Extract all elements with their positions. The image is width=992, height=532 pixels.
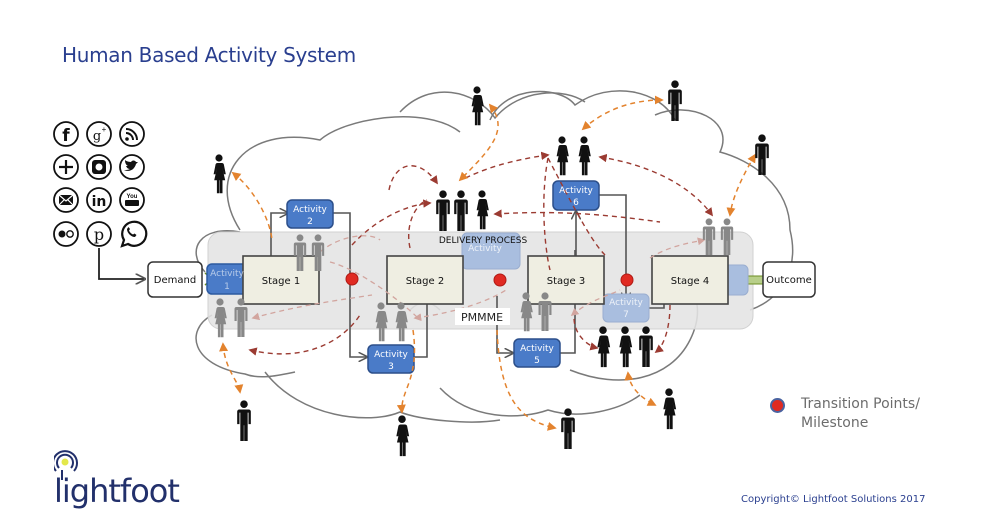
person-icon: [556, 136, 569, 176]
person-icon: [597, 326, 611, 368]
copyright: Copyright© Lightfoot Solutions 2017: [741, 494, 926, 505]
delivery-process-label: DELIVERY PROCESS: [439, 236, 528, 246]
activity-2-line1: Activity: [293, 205, 327, 215]
svg-text:in: in: [92, 194, 107, 210]
activity-5-line1: Activity: [520, 344, 554, 354]
twitter-icon[interactable]: [119, 154, 145, 180]
youtube-icon[interactable]: You: [119, 187, 145, 213]
logo-text: lightfoot: [54, 472, 180, 510]
activity-7-line1: Activity: [609, 298, 643, 308]
person-icon: [436, 190, 450, 231]
pinterest-icon[interactable]: p: [86, 221, 112, 247]
rss-icon[interactable]: [119, 121, 145, 147]
demand-label: Demand: [154, 275, 196, 286]
person-icon: [237, 400, 251, 441]
person-icon: [396, 415, 410, 457]
stage-box-4: [651, 255, 729, 305]
milestone-3: [620, 273, 634, 287]
google-plus-icon[interactable]: g+: [86, 121, 112, 147]
page-title: Human Based Activity System: [62, 43, 356, 67]
svg-text:+: +: [102, 125, 107, 134]
milestone-2: [493, 273, 507, 287]
pmmme-label-bg: [455, 308, 510, 325]
logo-signal-icon: [54, 450, 78, 480]
stage-box-3: [527, 255, 605, 305]
milestone-1: [345, 272, 359, 286]
activity-5-line2: 5: [534, 356, 540, 366]
outcome-box: [762, 261, 816, 298]
activity-1-line1: Activity: [210, 269, 244, 279]
facebook-icon[interactable]: f: [53, 121, 79, 147]
activity-box-2: [286, 199, 334, 229]
person-icon: [663, 388, 677, 430]
person-icon: [454, 190, 468, 231]
pmmme-label: PMMME: [461, 311, 503, 324]
stage-2-label: Stage 2: [406, 276, 444, 287]
social-to-demand-connector: [98, 248, 144, 279]
linkedin-icon[interactable]: in: [86, 187, 112, 213]
stage-box-1: [242, 255, 320, 305]
legend-label: Transition Points/ Milestone: [801, 396, 920, 431]
whatsapp-icon[interactable]: [120, 220, 148, 248]
activity-1-line2: 1: [224, 282, 230, 292]
activity-6-line1: Activity: [559, 186, 593, 196]
interaction-arrows-faded: [251, 235, 706, 322]
person-icon: [639, 326, 653, 367]
person-icon: [471, 86, 484, 126]
outcome-connector: [745, 275, 765, 285]
flickr-icon[interactable]: [53, 221, 79, 247]
svg-text:You: You: [127, 194, 138, 200]
instagram-icon[interactable]: [86, 154, 112, 180]
stage-1-label: Stage 1: [262, 276, 300, 287]
activity-box-7-faded: [602, 293, 650, 323]
person-icon: [476, 190, 489, 230]
stage-4-label: Stage 4: [671, 276, 709, 287]
svg-text:p: p: [94, 225, 104, 244]
demand-box: [147, 261, 203, 298]
plus-icon[interactable]: [53, 154, 79, 180]
svg-text:f: f: [62, 126, 70, 146]
activity-3-line1: Activity: [374, 350, 408, 360]
outcome-label: Outcome: [766, 275, 812, 286]
activity-box-5: [513, 338, 561, 368]
activity-2-line2: 2: [307, 217, 313, 227]
person-icon: [578, 136, 591, 176]
person-icon: [668, 80, 682, 121]
person-icon: [213, 154, 226, 194]
email-icon[interactable]: [53, 187, 79, 213]
milestone-legend-icon: [770, 398, 785, 413]
activity-4-line1: Activity: [468, 244, 502, 254]
person-icon: [619, 326, 633, 368]
social-icon-grid: f g+ in You p: [53, 121, 148, 248]
interaction-arrows-orange: [219, 95, 756, 431]
activity-3-line2: 3: [388, 362, 394, 372]
activity-box-4-faded: [461, 232, 521, 270]
stage-3-label: Stage 3: [547, 276, 585, 287]
svg-text:g: g: [93, 129, 101, 144]
activity-7-line2: 7: [623, 310, 629, 320]
stage-box-2: [386, 255, 464, 305]
activity-6-line2: 6: [573, 198, 579, 208]
